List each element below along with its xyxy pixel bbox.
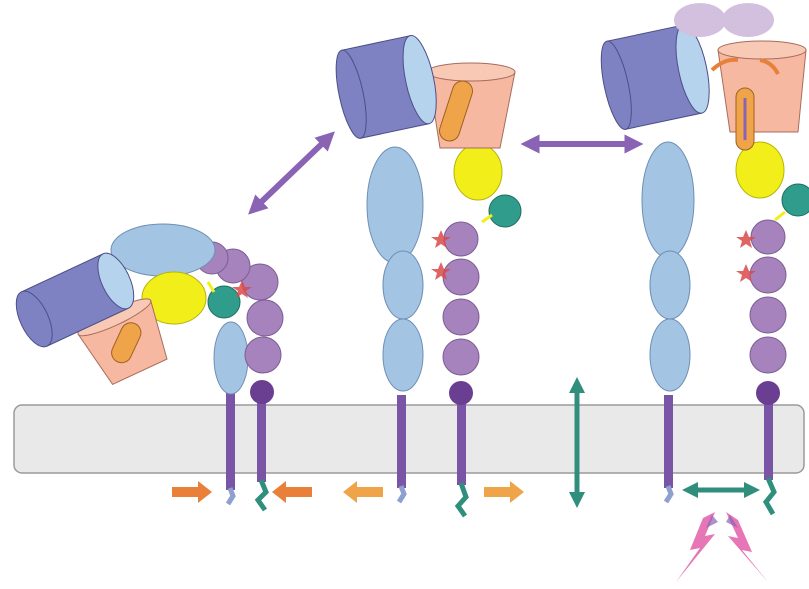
alpha-calf2-domain	[650, 319, 690, 391]
tail-dissociation-arrow-left	[343, 481, 383, 503]
egf-repeat	[443, 339, 479, 375]
egf-repeat	[245, 337, 281, 373]
alpha-calf1-domain	[383, 251, 423, 319]
beta-i-domain	[427, 63, 515, 148]
transition-arrow-bent-extended	[255, 138, 328, 208]
beta-tail-knob	[250, 380, 274, 404]
alpha-transmembrane	[226, 392, 235, 490]
beta-propeller-domain	[595, 22, 715, 132]
tail-association-arrow-left	[172, 481, 212, 503]
alpha-thigh-domain	[111, 224, 215, 276]
alpha-transmembrane	[397, 395, 406, 488]
alpha-calf1-domain	[650, 251, 690, 319]
hybrid-domain	[454, 144, 502, 200]
beta-cytoplasmic-tail	[766, 478, 774, 514]
alpha-calf2-domain	[383, 319, 423, 391]
alpha-cytoplasmic-tail	[228, 488, 233, 504]
egf-repeat	[247, 300, 283, 336]
beta-cytoplasmic-tail	[458, 483, 466, 516]
egf-repeat	[751, 220, 785, 254]
alpha-cytoplasmic-tail	[666, 486, 671, 502]
psi-link	[208, 282, 214, 292]
egf-repeat	[750, 257, 786, 293]
tail-association-arrow-right	[272, 481, 312, 503]
alpha-transmembrane	[664, 395, 673, 488]
egf-repeat	[443, 299, 479, 335]
beta-tail-knob	[449, 381, 473, 405]
egf-repeat	[750, 337, 786, 373]
psi-domain	[782, 184, 809, 216]
ligand	[674, 3, 726, 37]
beta-tail-knob	[756, 381, 780, 405]
egf-repeat	[444, 222, 478, 256]
egf-repeat	[750, 297, 786, 333]
alpha-thigh-domain	[367, 147, 423, 263]
beta-transmembrane	[764, 395, 773, 480]
alpha-calf-domain	[214, 322, 248, 394]
alpha-cytoplasmic-tail	[399, 486, 404, 502]
beta-transmembrane	[457, 395, 466, 485]
egf-repeat	[443, 259, 479, 295]
alpha-thigh-domain	[642, 142, 694, 258]
tail-dissociation-arrow-right	[484, 481, 524, 503]
cell-membrane	[14, 405, 804, 473]
hybrid-domain	[736, 142, 784, 198]
ligand	[722, 3, 774, 37]
psi-domain	[489, 195, 521, 227]
beta-propeller-domain	[330, 33, 443, 141]
psi-link	[775, 212, 785, 220]
beta-i-domain	[718, 41, 806, 150]
beta-transmembrane	[257, 392, 266, 482]
beta-cytoplasmic-tail	[258, 480, 266, 510]
